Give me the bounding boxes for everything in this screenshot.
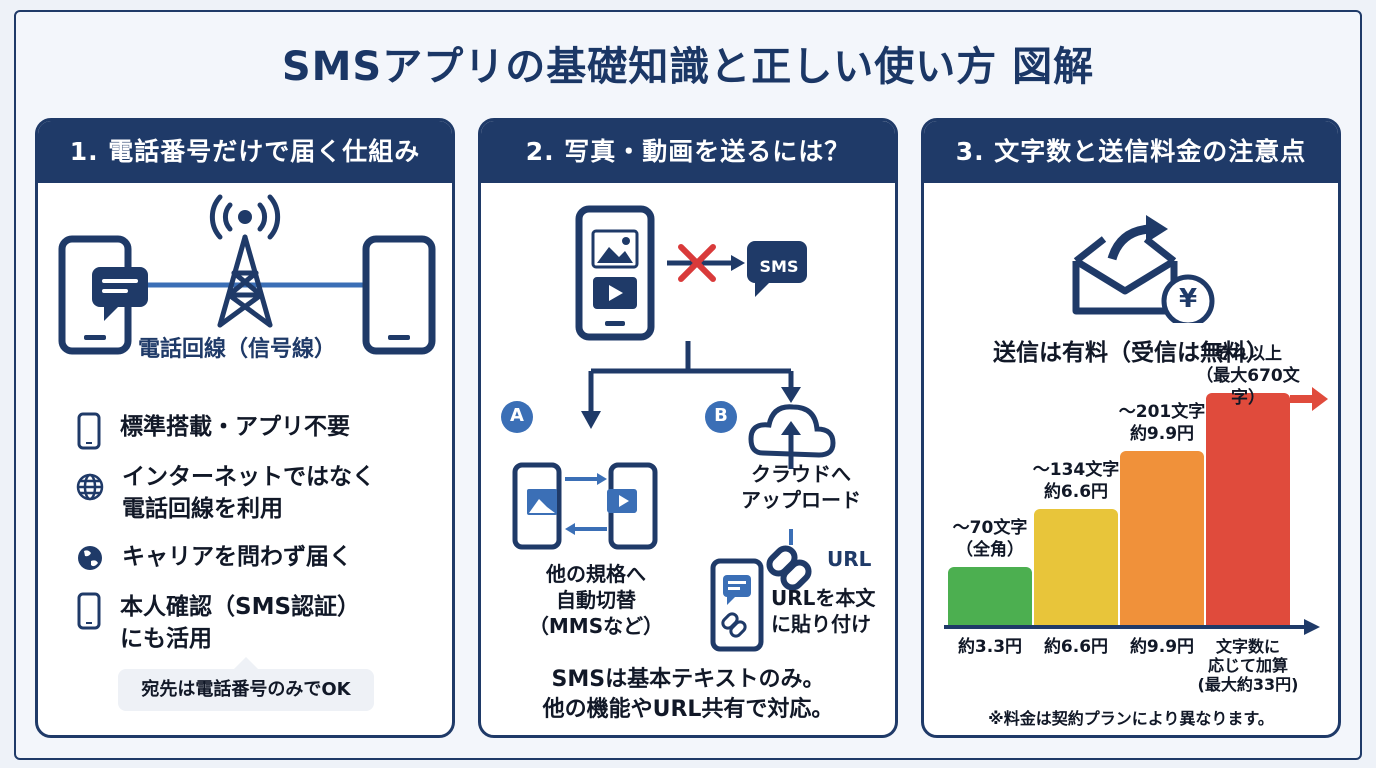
yen-coin-icon	[1161, 274, 1215, 323]
option-b-label: URLを本文 に貼り付け	[771, 586, 876, 636]
sms-bubble-icon	[747, 241, 807, 297]
phone-network-illustration	[58, 194, 436, 355]
x-axis-arrowhead	[1304, 619, 1320, 635]
phone-exchange-icon	[512, 462, 658, 550]
cloud-upload-label: クラウドへ アップロード	[741, 462, 861, 512]
feature-item-preinstalled: 標準搭載・アプリ不要	[76, 411, 350, 451]
globe-icon	[76, 473, 104, 501]
panel-2-footer: SMSは基本テキストのみ。 他の機能やURL共有で対応。	[542, 667, 834, 722]
phone-icon	[77, 412, 101, 450]
x-tick-label: 文字数に 応じて加算 (最大約33円)	[1197, 637, 1299, 694]
fee-disclaimer: ※料金は契約プランにより異なります。	[988, 709, 1274, 728]
feature-item-carrier: キャリアを問わず届く	[76, 541, 352, 575]
cross-icon	[678, 244, 716, 282]
video-icon	[593, 277, 637, 309]
receiver-phone-icon	[362, 235, 436, 355]
earth-icon	[78, 546, 102, 570]
x-tick-label: 約3.3円	[957, 637, 1023, 657]
bar-label: 〜201文字 約9.9円	[1118, 402, 1206, 444]
feature-text: 本人確認（SMS認証） にも活用	[120, 594, 361, 652]
x-tick-label: 約6.6円	[1043, 637, 1109, 657]
panel-3-header: 3. 文字数と送信料金の注意点	[924, 121, 1338, 183]
bar-70-chars	[948, 567, 1032, 625]
option-b-badge	[705, 401, 737, 433]
feature-text: キャリアを問わず届く	[122, 544, 352, 570]
panel-photo-video: 2. 写真・動画を送るには？	[478, 118, 898, 738]
cell-tower-icon	[209, 194, 281, 328]
option-b-letter: B	[714, 405, 728, 426]
bar-label: 〜70文字 （全角）	[952, 518, 1028, 560]
option-a-badge	[501, 401, 533, 433]
bar-201-chars	[1120, 451, 1204, 625]
phone-with-link-icon	[710, 558, 764, 652]
option-a-letter: A	[510, 405, 524, 426]
media-flow-illustration	[501, 205, 836, 652]
option-a-label: 他の規格へ 自動切替 （MMSなど）	[528, 562, 664, 638]
feature-item-phone-line: インターネットではなく 電話回線を利用	[76, 461, 375, 525]
phone-icon	[77, 592, 101, 630]
message-bubble-icon	[92, 267, 148, 321]
phone-with-media-icon	[575, 205, 655, 341]
bar-label: それ以上 （最大670文字）	[1196, 344, 1300, 408]
envelope-icon	[1072, 236, 1178, 315]
panel-2-header: 2. 写真・動画を送るには？	[481, 121, 895, 183]
arrow-down-b	[781, 387, 801, 403]
red-growth-arrow	[1290, 387, 1328, 411]
paid-send-illustration	[1072, 215, 1215, 323]
note-pointer	[234, 657, 258, 669]
panel-sms-mechanism: 1. 電話番号だけで届く仕組み	[35, 118, 455, 738]
link-icon	[766, 545, 812, 591]
bar-label: 〜134文字 約6.6円	[1032, 460, 1120, 502]
note-box: 宛先は電話番号のみでOK	[118, 669, 374, 711]
tower-antenna-dot	[238, 210, 252, 224]
yen-symbol: ¥	[1178, 284, 1198, 314]
feature-text: インターネットではなく 電話回線を利用	[122, 464, 375, 522]
arrow-down-a	[581, 411, 601, 429]
phone-line-label: 電話回線（信号線）	[138, 337, 337, 362]
cloud-upload-icon	[748, 404, 836, 469]
panel-char-count-fee: 3. 文字数と送信料金の注意点 ¥ 送信は有料（受信は無料） 〜70文字 （全角…	[921, 118, 1341, 738]
x-tick-label: 約9.9円	[1129, 637, 1195, 657]
chart-axes	[944, 387, 1328, 635]
feature-item-verification: 本人確認（SMS認証） にも活用	[76, 591, 360, 655]
sms-badge-label: SMS	[759, 257, 799, 276]
branch-connector	[588, 341, 794, 415]
panel-1-header: 1. 電話番号だけで届く仕組み	[38, 121, 452, 183]
url-label: URL	[827, 547, 872, 571]
fee-subtitle: 送信は有料（受信は無料）	[993, 340, 1269, 366]
page-title: SMSアプリの基礎知識と正しい使い方 図解	[281, 44, 1095, 90]
image-icon	[591, 229, 639, 269]
send-arrow-icon	[1107, 215, 1168, 261]
feature-text: 標準搭載・アプリ不要	[120, 414, 350, 440]
bar-over-201-chars	[1206, 393, 1290, 625]
bar-134-chars	[1034, 509, 1118, 625]
fee-bar-chart: 〜70文字 （全角） 〜134文字 約6.6円 〜201文字 約9.9円 それ以…	[924, 344, 1338, 711]
